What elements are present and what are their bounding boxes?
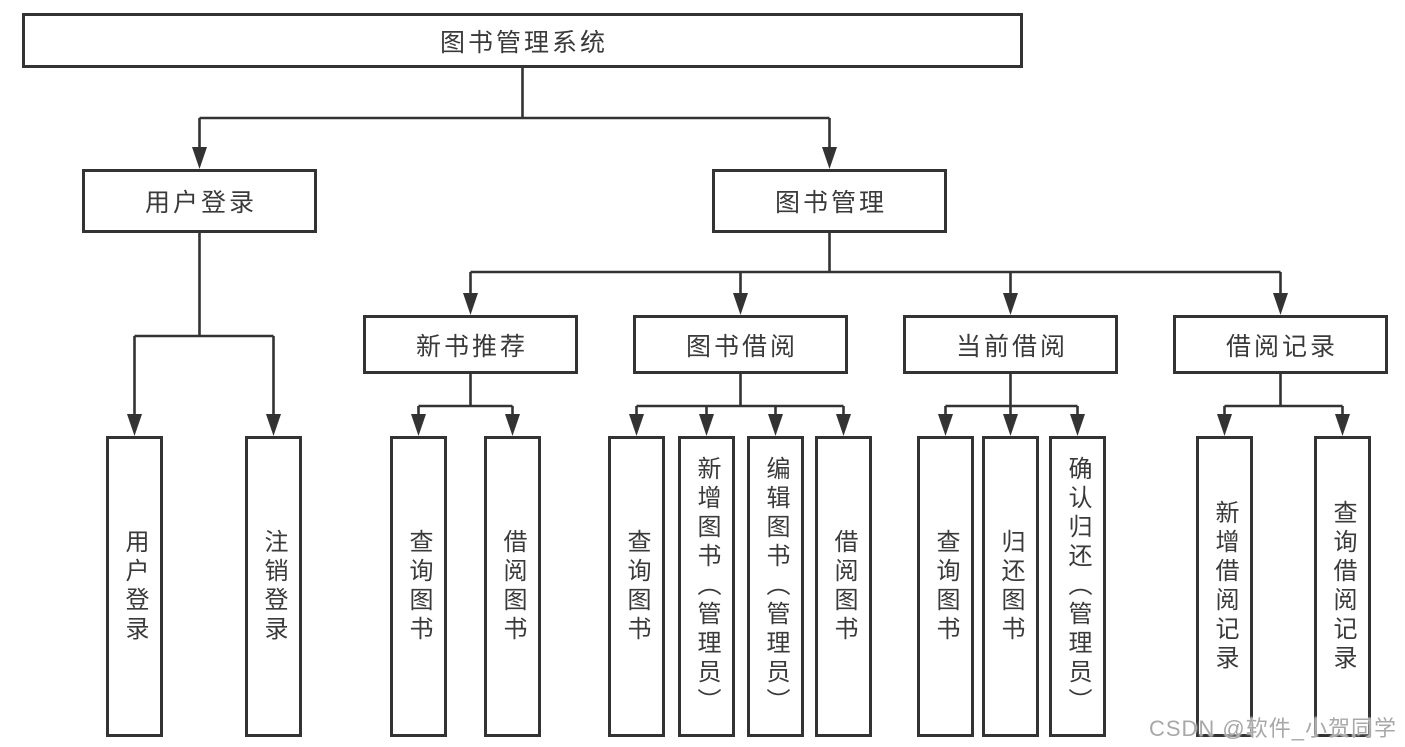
node-new-book-recommend: 新书推荐 bbox=[363, 315, 578, 374]
leaf-logout: 注销登录 bbox=[245, 436, 302, 737]
leaf-confirm-return-admin: 确认归还（管理员） bbox=[1049, 436, 1106, 737]
leaf-add-book-admin: 新增图书（管理员） bbox=[678, 436, 735, 737]
leaf-edit-book-admin: 编辑图书（管理员） bbox=[747, 436, 804, 737]
leaf-user-login: 用户登录 bbox=[106, 436, 163, 737]
node-borrow-records: 借阅记录 bbox=[1173, 315, 1388, 374]
leaf-query-books-borrow: 查询图书 bbox=[608, 436, 665, 737]
node-user-login: 用户登录 bbox=[82, 169, 317, 233]
node-book-borrow: 图书借阅 bbox=[633, 315, 848, 374]
node-book-management: 图书管理 bbox=[712, 169, 947, 233]
csdn-watermark: CSDN @软件_小贺同学 bbox=[1148, 716, 1397, 741]
leaf-add-borrow-record: 新增借阅记录 bbox=[1196, 436, 1253, 737]
leaf-borrow-books: 借阅图书 bbox=[815, 436, 872, 737]
leaf-query-borrow-record: 查询借阅记录 bbox=[1314, 436, 1371, 737]
node-current-borrow: 当前借阅 bbox=[903, 315, 1118, 374]
leaf-query-books-current: 查询图书 bbox=[917, 436, 974, 737]
leaf-query-books-recommend: 查询图书 bbox=[390, 436, 447, 737]
leaf-return-books: 归还图书 bbox=[982, 436, 1039, 737]
node-root-library-system: 图书管理系统 bbox=[22, 13, 1023, 68]
leaf-borrow-books-recommend: 借阅图书 bbox=[484, 436, 541, 737]
